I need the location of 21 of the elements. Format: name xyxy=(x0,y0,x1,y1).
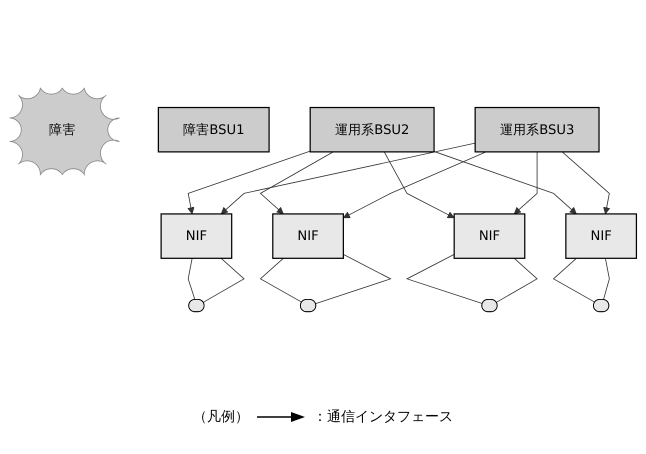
node-box: 障害BSU1 xyxy=(158,106,270,152)
node-box: 運用系BSU2 xyxy=(310,106,435,152)
arrow xyxy=(384,151,454,218)
legend-text: ：通信インタフェース xyxy=(313,408,453,426)
node-box: NIF xyxy=(160,213,232,259)
node-box: 運用系BSU3 xyxy=(474,106,600,152)
connector xyxy=(188,258,196,300)
arrow xyxy=(434,151,577,214)
node-box: NIF xyxy=(565,213,638,259)
arrow xyxy=(343,151,486,218)
connector xyxy=(603,258,610,300)
node-box: NIF xyxy=(454,213,526,259)
connector xyxy=(315,254,392,304)
arrow xyxy=(562,151,610,214)
arrow xyxy=(220,142,476,214)
node-box: NIF xyxy=(272,213,344,259)
arrow xyxy=(187,150,311,214)
legend-heading: （凡例） xyxy=(193,408,249,426)
arrow xyxy=(260,151,334,214)
connector xyxy=(406,254,484,304)
arrow xyxy=(514,151,538,214)
